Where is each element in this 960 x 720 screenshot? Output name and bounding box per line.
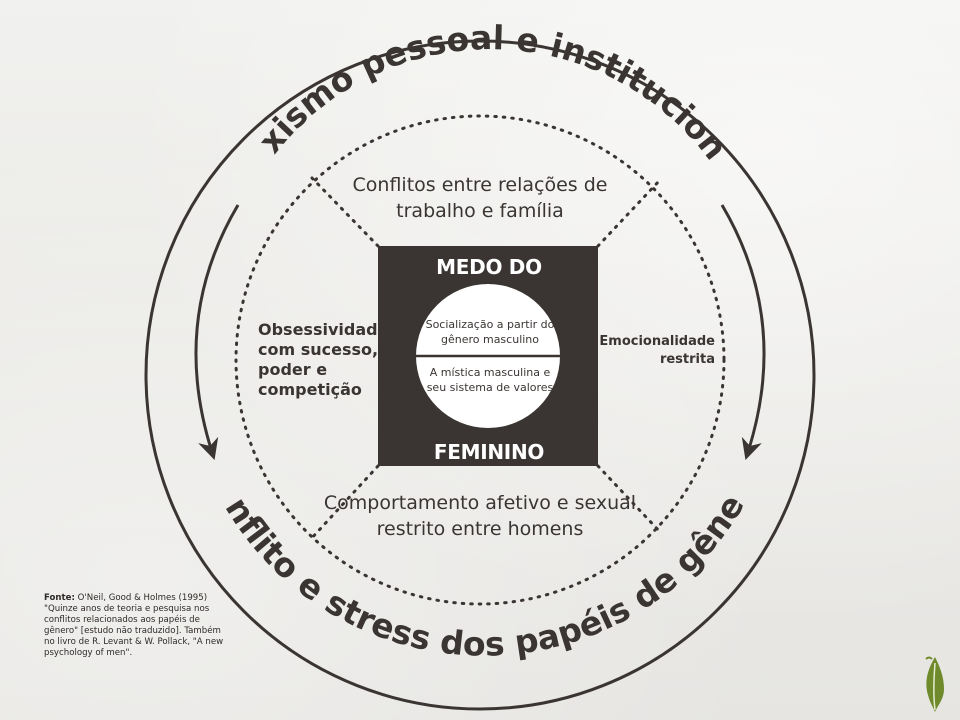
quadrant-top-label: Conflitos entre relações de trabalho e f… [352, 174, 608, 222]
circle-lower-text: A mística masculina e seu sistema de val… [426, 366, 554, 394]
dotted-diagonal-bottom-left [308, 464, 380, 542]
quadrant-right-label: Emocionalidade restrita [599, 334, 715, 367]
source-text: O'Neil, Good & Holmes (1995) "Quinze ano… [44, 593, 224, 658]
dotted-diagonal-bottom-right [596, 464, 664, 536]
source-label: Fonte: [44, 593, 75, 603]
quadrant-bottom-label: Comportamento afetivo e sexual restrito … [323, 492, 637, 540]
left-curved-arrow [194, 204, 240, 461]
dotted-diagonal-top-right [596, 178, 662, 248]
dotted-diagonal-top-left [310, 176, 380, 248]
quadrant-left-label: Obsessividade com sucesso, poder e compe… [258, 320, 389, 399]
outer-top-text: sexismo pessoal e institucional [0, 0, 735, 167]
dotted-ring [234, 114, 726, 606]
center-title-top: MEDO DO [436, 255, 542, 279]
center-title-bottom: FEMININO [433, 440, 545, 464]
circle-upper-text: Socialização a partir do gênero masculin… [425, 318, 555, 346]
right-curved-arrow [720, 204, 766, 461]
green-leaf-logo-icon [925, 656, 944, 712]
source-note: Fonte: O'Neil, Good & Holmes (1995) "Qui… [44, 593, 229, 659]
outer-ring [144, 39, 816, 711]
